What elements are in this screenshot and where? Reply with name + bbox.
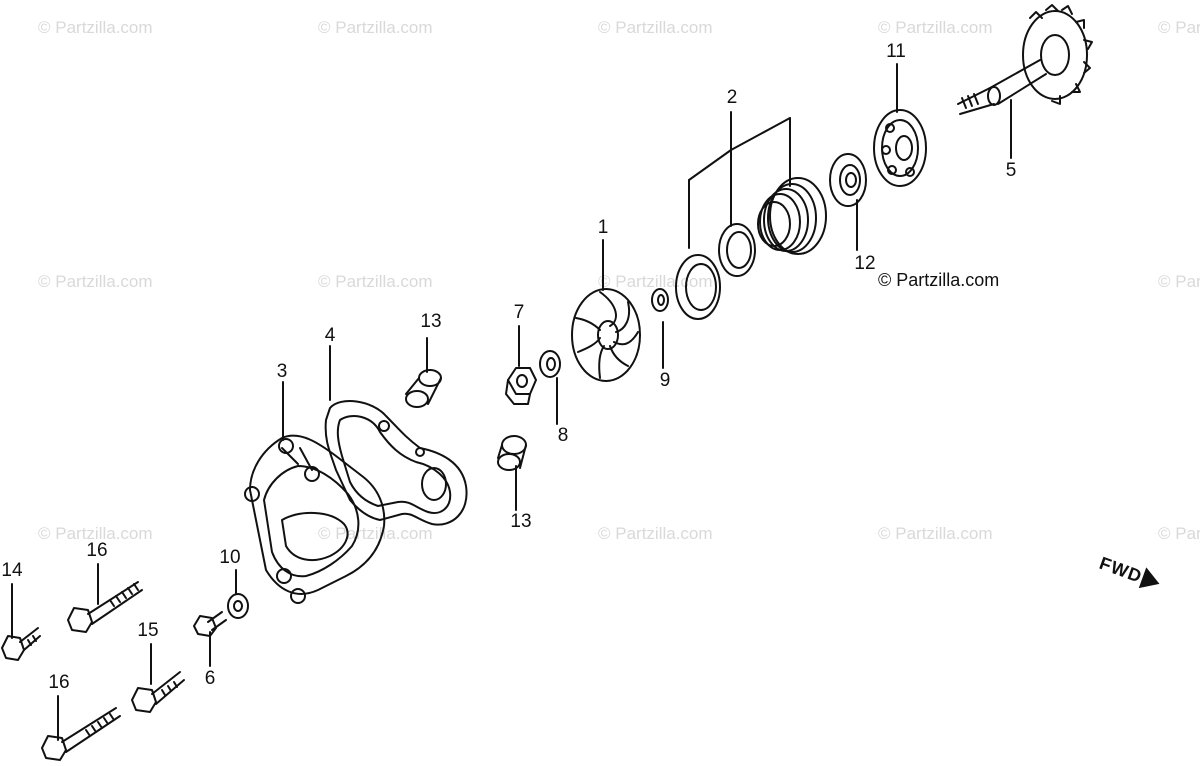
leader-lines [11, 63, 1012, 741]
watermark: © Partzilla.com [598, 18, 713, 37]
watermark: © Partzilla.com [318, 272, 433, 291]
bolt-6 [193, 611, 227, 637]
watermark: © Partzilla.com [38, 272, 153, 291]
washer-9 [651, 288, 669, 312]
watermark: © Partzilla.com [1158, 524, 1200, 543]
dowel-pin-bottom [497, 435, 527, 471]
callout-12: 12 [854, 253, 876, 274]
washer-8 [539, 350, 561, 378]
bolt-16-upper [67, 581, 143, 633]
nut-7 [505, 367, 537, 405]
callout-1: 1 [597, 217, 609, 238]
callout-6: 6 [204, 668, 216, 689]
mechanical-seal [675, 177, 827, 320]
callout-15: 15 [137, 620, 159, 641]
watermark: © Partzilla.com [1158, 272, 1200, 291]
watermark: © Partzilla.com [878, 524, 993, 543]
callout-13-bottom: 13 [510, 511, 532, 532]
watermark: © Partzilla.com [38, 18, 153, 37]
copyright-label: © Partzilla.com [878, 270, 1000, 290]
callout-7: 7 [513, 302, 525, 323]
callout-16-lower: 16 [48, 672, 70, 693]
watermark: © Partzilla.com [598, 524, 713, 543]
pump-shaft-gear [957, 4, 1093, 115]
bolt-15 [131, 671, 185, 713]
bolt-16-lower [41, 707, 121, 761]
bearing-11 [873, 109, 927, 187]
callout-5: 5 [1005, 160, 1017, 181]
callout-8: 8 [557, 425, 569, 446]
callout-9: 9 [659, 370, 671, 391]
watermark: © Partzilla.com [1158, 18, 1200, 37]
callout-4: 4 [324, 325, 336, 346]
oil-seal-12 [829, 153, 867, 207]
watermark: © Partzilla.com [38, 524, 153, 543]
washer-10 [227, 593, 249, 619]
callout-14: 14 [1, 560, 23, 581]
callout-13-top: 13 [420, 311, 442, 332]
watermark: © Partzilla.com [598, 272, 713, 291]
bolt-14 [1, 627, 41, 661]
callout-16-upper: 16 [86, 540, 108, 561]
watermark: © Partzilla.com [318, 18, 433, 37]
dowel-pin-top [405, 369, 442, 408]
watermark: © Partzilla.com [878, 18, 993, 37]
water-pump-cover [244, 434, 386, 604]
callout-2: 2 [726, 87, 738, 108]
impeller [571, 288, 641, 382]
callout-11: 11 [886, 41, 906, 62]
callout-10: 10 [219, 547, 241, 568]
callout-3: 3 [276, 361, 288, 382]
gasket [324, 400, 468, 526]
